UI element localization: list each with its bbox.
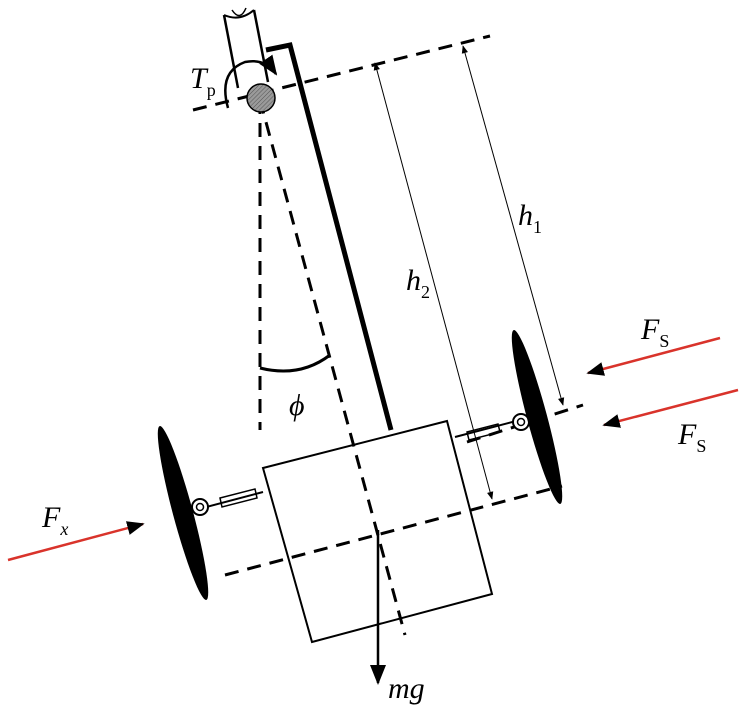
tilted-axis-line <box>258 99 407 636</box>
phi-angle-arc <box>259 353 331 373</box>
mg-label: mg <box>388 672 425 705</box>
h2-dimension-arrow <box>373 62 494 500</box>
left-propeller-assembly <box>157 426 264 600</box>
h2-label: h2 <box>406 264 430 302</box>
fs-bottom-label: FS <box>677 418 706 456</box>
pendulum-rod <box>265 42 394 431</box>
fx-label: Fx <box>41 501 68 539</box>
right-propeller-assembly <box>454 330 563 504</box>
fs-bottom-arrow <box>602 388 739 428</box>
fs-top-label: FS <box>640 313 669 351</box>
fx-arrow <box>7 521 145 562</box>
pivot-reference-line <box>192 34 491 112</box>
lower-prop-axis-line <box>224 484 563 577</box>
torque-arrow <box>224 54 278 109</box>
fs-top-arrow <box>586 336 721 376</box>
h1-label: h1 <box>518 199 542 237</box>
tp-label: Tp <box>190 62 216 100</box>
pivot-joint <box>246 83 276 113</box>
upper-prop-axis-line <box>466 403 584 444</box>
left-propeller-blade <box>157 426 209 600</box>
phi-label: ϕ <box>289 389 305 422</box>
mount-shaft <box>222 7 270 89</box>
